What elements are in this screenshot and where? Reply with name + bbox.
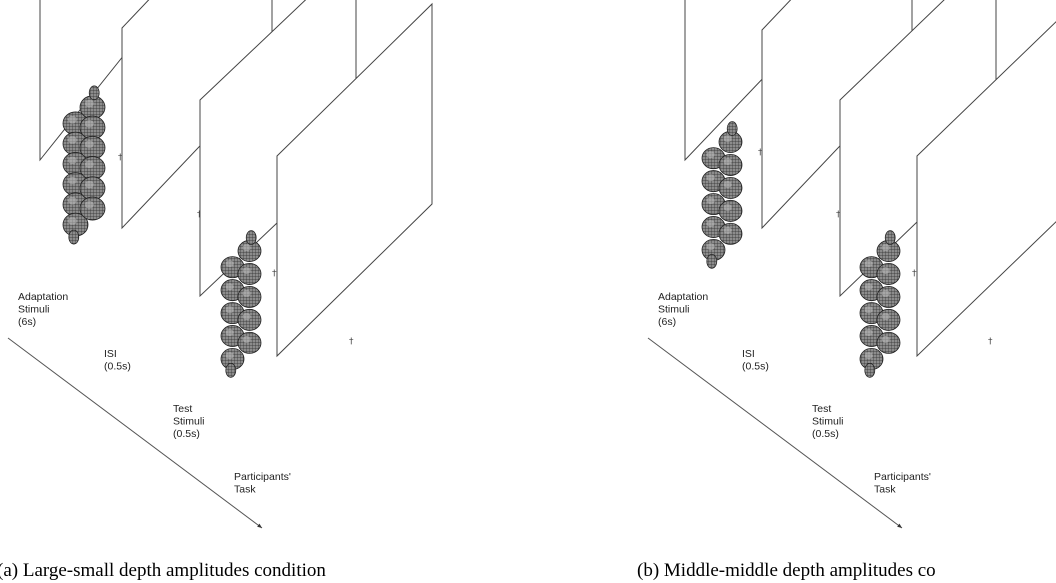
stage-label: ISI(0.5s): [742, 348, 769, 373]
stage-label-line: Stimuli: [812, 416, 844, 428]
stage-label-line: Adaptation: [658, 291, 708, 303]
stage-label: ISI(0.5s): [104, 348, 131, 373]
fixation-mark: †: [272, 269, 277, 279]
figure-caption: (a) Large-small depth amplitudes conditi…: [0, 560, 326, 581]
task-frame: [916, 21, 1056, 358]
task-frame: [276, 2, 433, 358]
fixation-mark: †: [912, 269, 917, 279]
stage-label-line: Stimuli: [173, 416, 205, 428]
adaptation-stimulus-1: [701, 121, 743, 269]
time-axis-arrowhead: [257, 523, 262, 528]
stage-label-line: (0.5s): [173, 428, 200, 440]
adaptation-stimulus-1: [62, 85, 106, 245]
stage-label-line: Task: [234, 484, 256, 496]
stage-label-line: Test: [173, 403, 192, 415]
test-stimulus-1: [859, 230, 901, 378]
stage-label-line: ISI: [104, 348, 117, 360]
stage-label-line: Test: [812, 403, 831, 415]
stage-label-line: (6s): [658, 316, 676, 328]
stage-label-line: Stimuli: [658, 304, 690, 316]
fixation-mark: †: [836, 210, 841, 220]
stage-label-line: ISI: [742, 348, 755, 360]
test-stimulus-1: [220, 230, 262, 378]
fixation-mark: †: [758, 148, 763, 158]
stage-label-line: Stimuli: [18, 304, 50, 316]
task-frame-group: †: [916, 21, 1056, 358]
stage-label-line: Task: [874, 484, 896, 496]
fixation-mark: †: [349, 337, 354, 347]
stage-label-line: Participants': [234, 471, 291, 483]
figure-caption: (b) Middle-middle depth amplitudes co: [637, 560, 936, 581]
stage-label-line: Adaptation: [18, 291, 68, 303]
stage-label-line: (0.5s): [104, 361, 131, 373]
stage-label: Participants'Task: [234, 471, 291, 496]
stage-label: Participants'Task: [874, 471, 931, 496]
fixation-mark: †: [118, 153, 123, 163]
time-axis: [647, 337, 903, 529]
task-frame-group: †: [276, 2, 433, 358]
stage-label-line: (0.5s): [812, 428, 839, 440]
fixation-mark: †: [988, 337, 993, 347]
stage-label-line: Participants': [874, 471, 931, 483]
stage-label-line: (6s): [18, 316, 36, 328]
adaptation-frame-group: †: [39, 0, 178, 245]
stage-label-line: (0.5s): [742, 361, 769, 373]
time-axis: [7, 337, 263, 529]
time-axis-arrowhead: [897, 523, 902, 528]
